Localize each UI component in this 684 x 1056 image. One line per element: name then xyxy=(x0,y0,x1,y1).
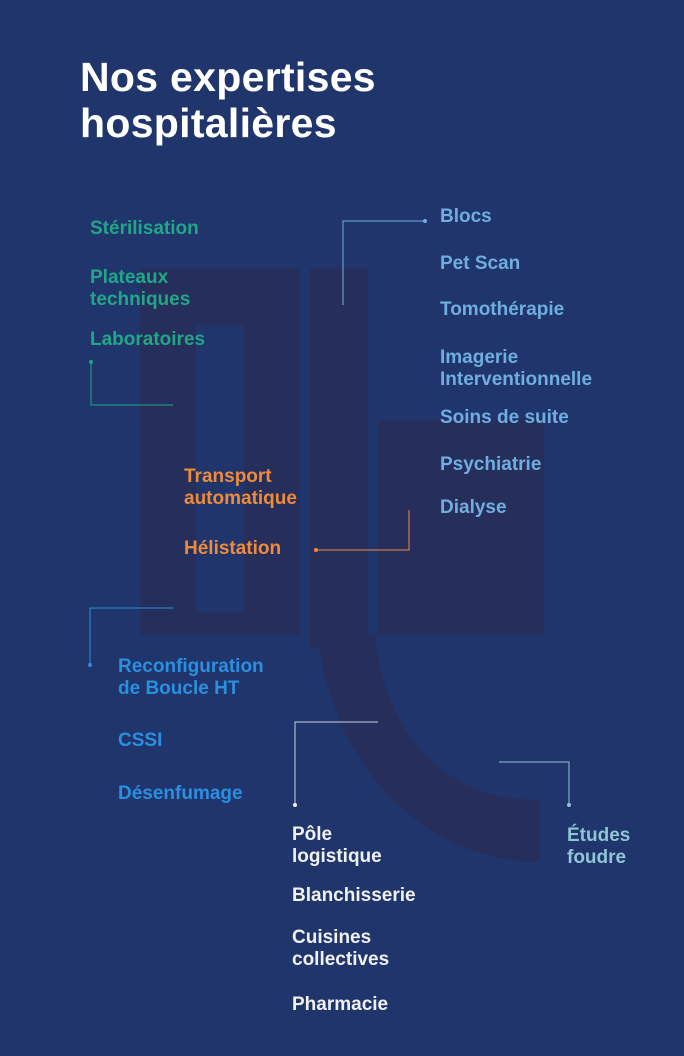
connector-reconfiguration-dot xyxy=(88,663,92,667)
label-imagerie-interventionnelle: Imagerie Interventionnelle xyxy=(440,347,592,391)
label-desenfumage: Désenfumage xyxy=(118,783,243,804)
label-sterilisation: Stérilisation xyxy=(90,218,199,239)
connector-pole-dot xyxy=(293,803,297,807)
connector-etudes xyxy=(499,761,570,805)
connector-pole xyxy=(294,721,378,805)
label-dialyse: Dialyse xyxy=(440,497,507,518)
label-cuisines-line-2: collectives xyxy=(292,949,390,970)
connector-blocs-dot xyxy=(423,219,427,223)
connector-etudes-dot xyxy=(567,803,571,807)
connector-helistation xyxy=(316,510,410,551)
label-reconfiguration-boucle-ht: Reconfiguration de Boucle HT xyxy=(118,656,264,700)
label-transport-line-1: Transport xyxy=(184,466,272,487)
label-soins-de-suite: Soins de suite xyxy=(440,407,569,428)
label-plateaux-techniques: Plateaux techniques xyxy=(90,267,190,311)
label-plateaux-techniques-line-1: Plateaux xyxy=(90,267,169,288)
label-transport-line-2: automatique xyxy=(184,488,297,509)
label-cuisines-collectives: Cuisines collectives xyxy=(292,927,389,971)
watermark-curve-inner xyxy=(385,635,540,775)
label-pet-scan: Pet Scan xyxy=(440,253,521,274)
watermark-curve xyxy=(318,635,540,862)
page-title-line-1: Nos expertises xyxy=(80,54,376,100)
label-laboratoires: Laboratoires xyxy=(90,329,206,350)
label-pole-line-1: Pôle xyxy=(292,824,333,845)
connector-laboratoires xyxy=(90,362,173,406)
label-reconfiguration-line-2: de Boucle HT xyxy=(118,678,240,699)
label-cuisines-line-1: Cuisines xyxy=(292,927,372,948)
label-pole-line-2: logistique xyxy=(292,846,382,867)
connector-helistation-dot xyxy=(314,548,318,552)
label-blanchisserie: Blanchisserie xyxy=(292,885,416,906)
page-title: Nos expertises hospitalières xyxy=(80,54,376,146)
watermark-right-bar xyxy=(378,420,544,635)
connector-blocs xyxy=(342,220,425,305)
connector-reconfiguration xyxy=(89,607,173,665)
label-cssi: CSSI xyxy=(118,730,163,751)
page-title-line-2: hospitalières xyxy=(80,100,337,146)
label-psychiatrie: Psychiatrie xyxy=(440,454,542,475)
label-plateaux-techniques-line-2: techniques xyxy=(90,289,191,310)
label-etudes-foudre: Études foudre xyxy=(567,825,630,869)
label-tomotherapie: Tomothérapie xyxy=(440,299,565,320)
label-etudes-line-1: Études xyxy=(567,825,631,846)
watermark-left-bar xyxy=(140,268,300,635)
connector-laboratoires-dot xyxy=(89,360,93,364)
label-pharmacie: Pharmacie xyxy=(292,994,389,1015)
label-helistation: Hélistation xyxy=(184,538,282,559)
label-pole-logistique: Pôle logistique xyxy=(292,824,382,868)
label-etudes-line-2: foudre xyxy=(567,847,627,868)
label-transport-automatique: Transport automatique xyxy=(184,466,297,510)
label-blocs: Blocs xyxy=(440,206,492,227)
label-reconfiguration-line-1: Reconfiguration xyxy=(118,656,264,677)
label-imagerie-line-2: Interventionnelle xyxy=(440,369,593,390)
label-imagerie-line-1: Imagerie xyxy=(440,347,519,368)
watermark-mid-bar xyxy=(310,268,368,648)
